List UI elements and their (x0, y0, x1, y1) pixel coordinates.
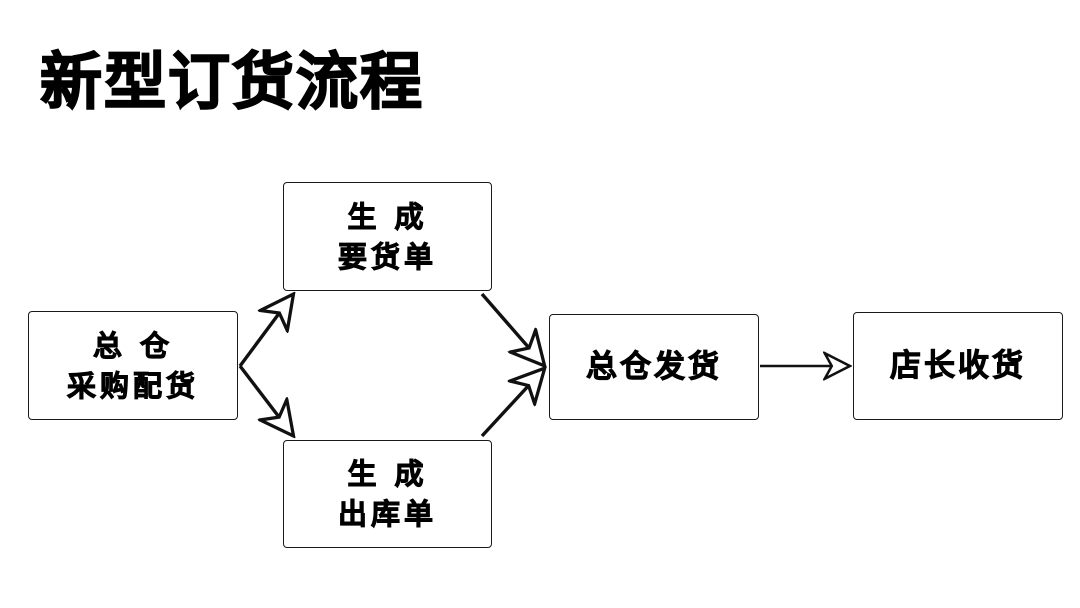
connector-outbound-to-ship (480, 370, 543, 438)
node-source-warehouse[interactable]: 总 仓 采购配货 (28, 311, 238, 420)
node-generate-requisition[interactable]: 生 成 要货单 (283, 182, 492, 291)
page-title: 新型订货流程 (39, 45, 425, 119)
node-warehouse-ship[interactable]: 总仓发货 (549, 314, 759, 420)
node-outbound-line1: 生 成 (347, 457, 428, 492)
node-requisition-line1: 生 成 (347, 199, 428, 234)
node-outbound-line2: 出库单 (337, 497, 437, 532)
node-source-line1: 总 仓 (92, 328, 174, 363)
node-store-manager-receive[interactable]: 店长收货 (853, 312, 1063, 420)
node-generate-outbound[interactable]: 生 成 出库单 (283, 440, 492, 548)
connector-requisition-to-ship (480, 292, 543, 364)
node-requisition-line2: 要货单 (337, 239, 437, 274)
node-ship-line1: 总仓发货 (586, 349, 722, 386)
connector-source-to-outbound (238, 364, 292, 434)
node-receive-line1: 店长收货 (890, 348, 1026, 385)
connector-source-to-requisition (238, 296, 292, 368)
node-source-line2: 采购配货 (66, 368, 199, 403)
